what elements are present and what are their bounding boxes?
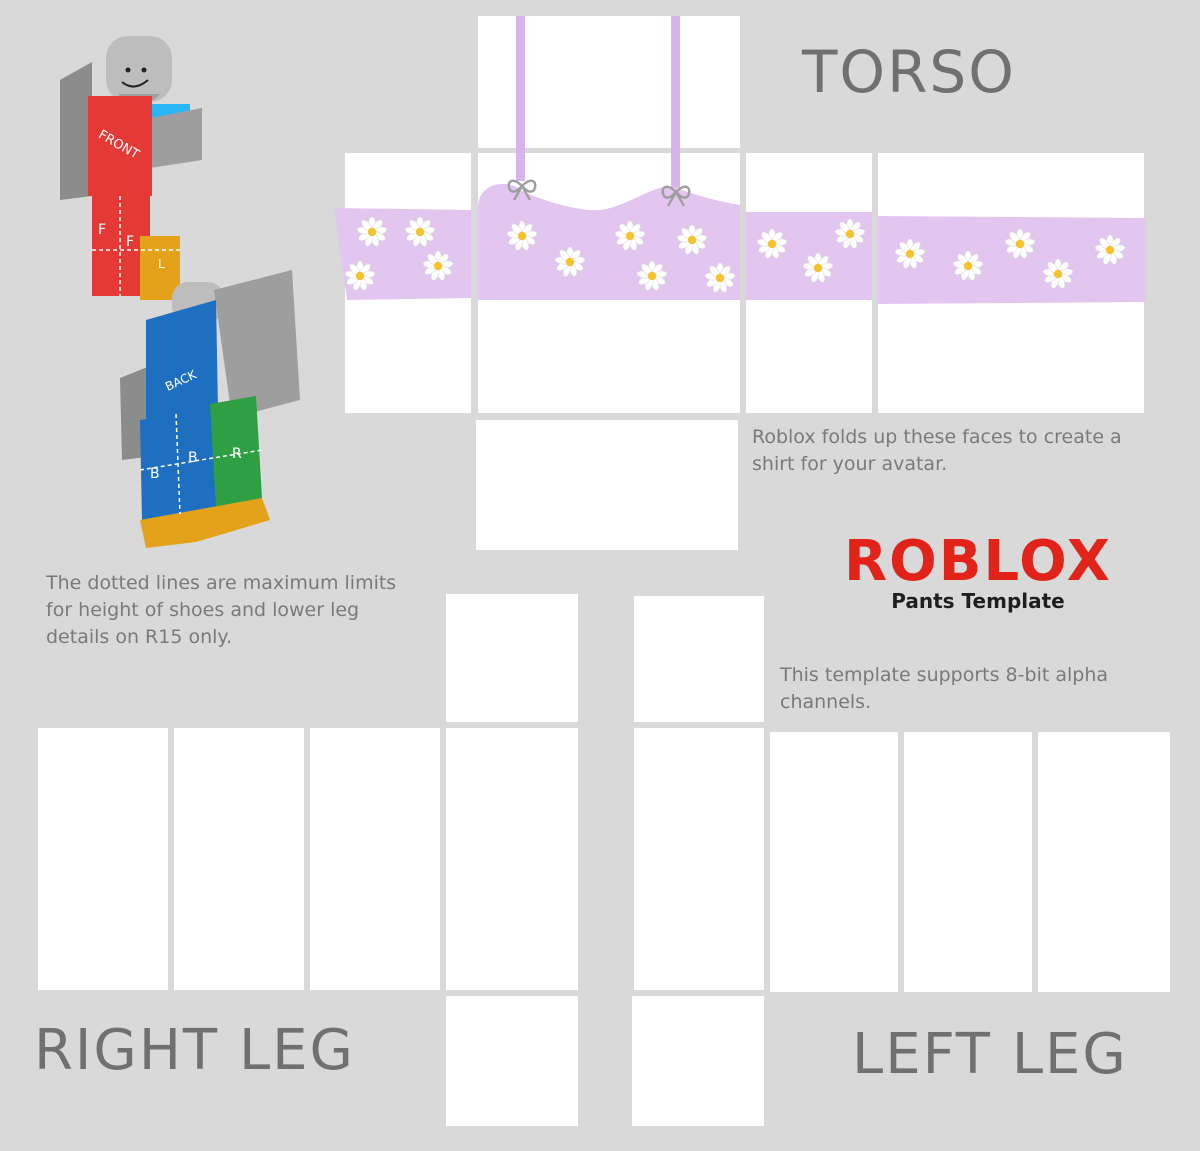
avatar-front-l-label: L xyxy=(158,257,165,271)
avatar-front-figure: FRONT F F L xyxy=(60,36,202,300)
left-leg-label: LEFT LEG xyxy=(852,1022,1128,1087)
torso-bottom-face xyxy=(476,420,738,550)
avatar-front-f2-label: F xyxy=(126,234,134,250)
dotted-lines-note: The dotted lines are maximum limits for … xyxy=(46,572,397,648)
roblox-logo: ROBLOX xyxy=(844,529,1112,588)
fold-note: Roblox folds up these faces to create a … xyxy=(752,426,1122,475)
left-leg-face-2 xyxy=(770,732,898,992)
left-leg-face-4 xyxy=(1038,732,1170,992)
right-leg-bottom-face xyxy=(446,996,578,1126)
avatar-back-b2-label: B xyxy=(188,450,198,466)
right-leg-face-2 xyxy=(174,728,304,990)
avatar-front-torso xyxy=(88,96,152,196)
right-leg-top-face xyxy=(446,594,578,722)
avatar-back-torso xyxy=(146,300,218,420)
torso-top-face xyxy=(478,16,740,148)
left-leg-bottom-face xyxy=(632,996,764,1126)
avatar-back-figure: BACK B B R xyxy=(120,270,300,548)
avatar-back-b1-label: B xyxy=(150,466,160,482)
torso-left-face xyxy=(746,153,872,413)
right-leg-face-3 xyxy=(310,728,440,990)
torso-front-face xyxy=(478,153,740,413)
right-leg-face-1 xyxy=(38,728,168,990)
roblox-logo-text: ROBLOX xyxy=(844,529,1112,588)
left-leg-face-1 xyxy=(634,728,764,990)
pants-template-label: Pants Template xyxy=(891,589,1065,613)
avatar-front-f1-label: F xyxy=(98,222,106,238)
left-leg-top-face xyxy=(634,596,764,722)
torso-label: TORSO xyxy=(802,38,1016,106)
right-leg-label: RIGHT LEG xyxy=(34,1018,355,1083)
right-leg-face-4 xyxy=(446,728,578,990)
left-leg-face-3 xyxy=(904,732,1032,992)
alpha-channel-note: This template supports 8-bit alpha chann… xyxy=(780,664,1109,713)
avatar-front-label: FRONT xyxy=(95,127,141,162)
torso-right-face xyxy=(345,153,471,413)
torso-back-face xyxy=(878,153,1144,413)
avatar-back-label: BACK xyxy=(163,367,199,394)
avatar-head xyxy=(106,36,172,102)
avatar-illustrations: FRONT F F L BACK B B R xyxy=(60,36,300,548)
avatar-back-r-label: R xyxy=(232,446,242,462)
